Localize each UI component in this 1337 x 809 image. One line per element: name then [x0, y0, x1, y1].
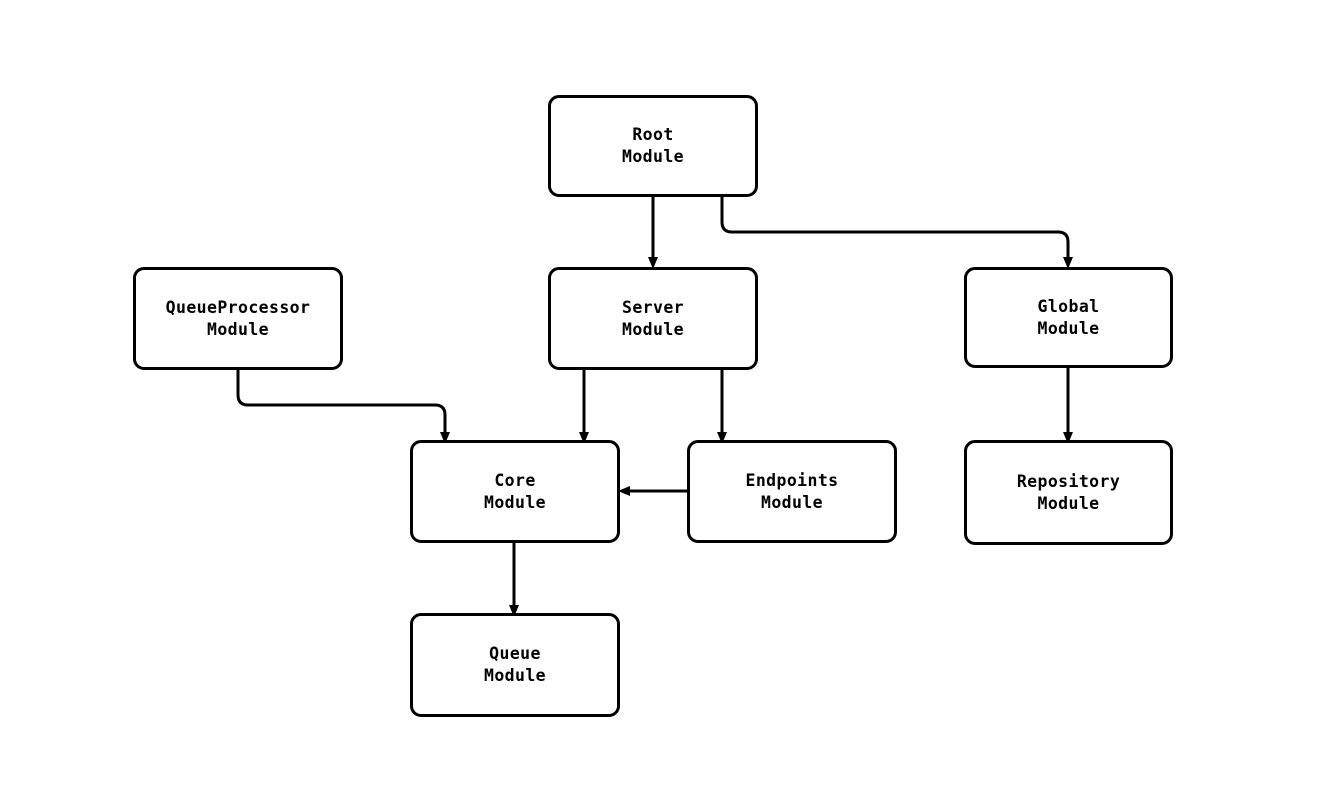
node-server-module[interactable]: Server Module: [548, 267, 758, 370]
node-queueprocessor-module[interactable]: QueueProcessor Module: [133, 267, 343, 370]
node-label: Root Module: [621, 125, 684, 166]
node-label: Repository Module: [1016, 471, 1121, 513]
node-label: Server Module: [621, 297, 684, 339]
node-global-module[interactable]: Global Module: [964, 267, 1173, 368]
node-endpoints-module[interactable]: Endpoints Module: [687, 440, 897, 543]
node-label: Queue Module: [483, 644, 546, 685]
node-label: Core Module: [483, 470, 546, 512]
edge-root-to-global: [720, 197, 1073, 269]
node-label: Global Module: [1037, 296, 1100, 338]
node-core-module[interactable]: Core Module: [410, 440, 620, 543]
node-root-module[interactable]: Root Module: [548, 95, 758, 197]
node-label: Endpoints Module: [745, 470, 839, 512]
node-queue-module[interactable]: Queue Module: [410, 613, 620, 717]
node-label: QueueProcessor Module: [165, 297, 311, 339]
edge-group: [236, 197, 1073, 617]
edge-queueprocessor-to-core: [236, 370, 450, 444]
node-repository-module[interactable]: Repository Module: [964, 440, 1173, 545]
